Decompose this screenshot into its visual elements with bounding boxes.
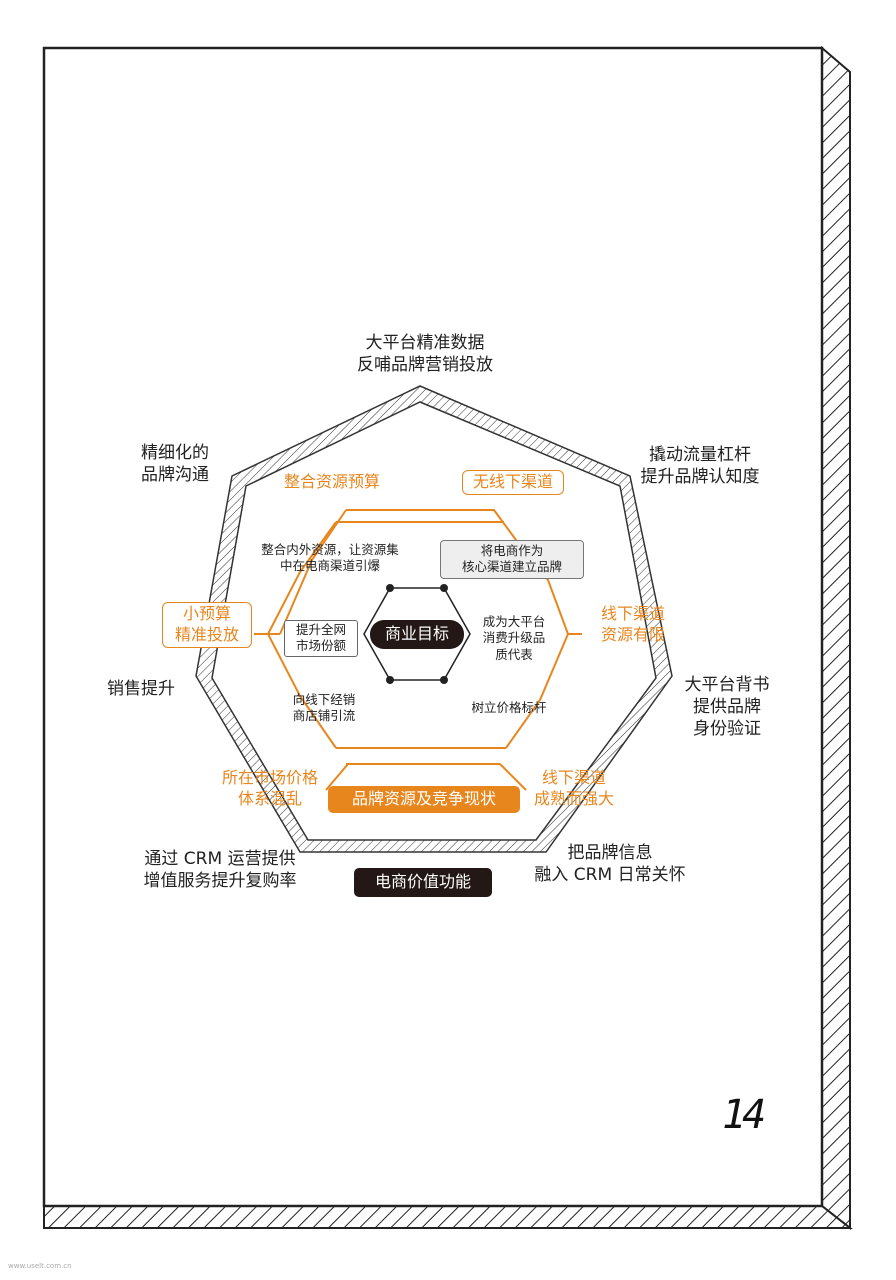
orange-label-right-upper: 线下渠道 资源有限 (600, 604, 665, 644)
orange-label-bottom-left: 所在市场价格 体系混乱 (221, 768, 318, 808)
outer-label-right: 大平台背书 提供品牌 身份验证 (684, 675, 770, 740)
frame-right-edge (821, 45, 851, 1231)
watermark: www.uselt.com.cn (8, 1262, 72, 1270)
orange-label-top-right: 无线下渠道 (462, 470, 564, 495)
orange-label-right-lower: 线下渠道 成熟而强大 (533, 768, 614, 808)
orange-label-top-left: 整合资源预算 (283, 472, 380, 491)
inner-label-bottom-left: 向线下经销 商店铺引流 (292, 692, 356, 724)
outer-label-top: 大平台精准数据 反哺品牌营销投放 (357, 333, 493, 376)
page-number: 14 (722, 1092, 766, 1138)
orange-label-left: 小预算 精准投放 (162, 602, 252, 648)
outer-label-left: 销售提升 (107, 679, 175, 699)
inner-label-bottom-right: 树立价格标杆 (471, 700, 547, 715)
bottom-label: 电商价值功能 (354, 868, 492, 897)
outer-label-top-left: 精细化的 品牌沟通 (141, 443, 209, 486)
inner-label-left: 提升全网 市场份额 (284, 620, 358, 657)
outer-label-bottom-right: 把品牌信息 融入 CRM 日常关怀 (534, 843, 686, 886)
inner-label-right: 成为大平台 消费升级品 质代表 (482, 614, 546, 662)
inner-label-top-left: 整合内外资源，让资源集 中在电商渠道引爆 (261, 542, 399, 574)
outer-label-top-right: 撬动流量杠杆 提升品牌认知度 (640, 445, 760, 488)
bottom-orange-pill: 品牌资源及竞争现状 (328, 786, 520, 813)
orange-frame (254, 509, 582, 791)
inner-label-top-right: 将电商作为 核心渠道建立品牌 (440, 540, 584, 579)
frame-bottom-edge (43, 1205, 853, 1229)
center-label: 商业目标 (370, 620, 464, 649)
outer-label-bottom-left: 通过 CRM 运营提供 增值服务提升复购率 (143, 849, 297, 892)
center-hexagon (363, 584, 471, 684)
